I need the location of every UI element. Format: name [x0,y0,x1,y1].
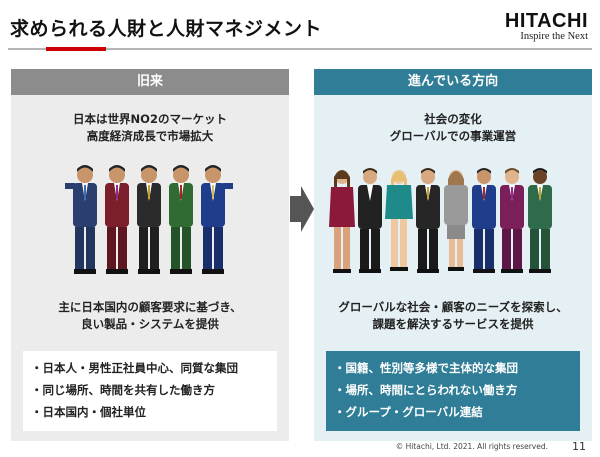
right-panel: 進んでいる方向 社会の変化 グローバルでの事業運営 [314,69,592,441]
person-6 [472,168,496,273]
copyright: © Hitachi, Ltd. 2021. All rights reserve… [395,442,548,451]
left-list: ・日本人・男性正社員中心、同質な集団 ・同じ場所、時間を共有した働き方 ・日本国… [23,351,277,431]
left-bottom-line-1: 主に日本国内の顧客要求に基づき、 [58,300,242,314]
left-top-line-2: 高度経済成長で市場拡大 [86,129,214,143]
person-2 [105,165,129,274]
person-1 [329,170,355,273]
brand-tagline: Inspire the Next [520,31,588,42]
right-list-item-1: ・国籍、性別等多様で主体的な集団 [334,361,518,375]
left-list-item-1: ・日本人・男性正社員中心、同質な集団 [31,361,238,375]
person-2 [358,168,382,273]
title-accent-bar [46,47,106,51]
person-4 [169,165,193,274]
left-list-item-3: ・日本国内・個社単位 [31,405,146,419]
right-list-item-3: ・グループ・グローバル連結 [334,405,483,419]
person-4 [416,168,440,273]
person-7 [500,168,524,273]
right-bottom-line-1: グローバルな社会・顧客のニーズを探索し、 [338,300,568,314]
right-bottom-line-2: 課題を解決するサービスを提供 [372,317,534,331]
left-top-text: 日本は世界NO2のマーケット 高度経済成長で市場拡大 [11,111,289,145]
diverse-global-team-image [329,168,552,273]
right-panel-header: 進んでいる方向 [314,69,592,95]
left-panel-header: 旧来 [11,69,289,95]
right-top-line-1: 社会の変化 [424,112,482,126]
person-3 [137,165,161,274]
left-panel: 旧来 日本は世界NO2のマーケット 高度経済成長で市場拡大 [11,69,289,441]
person-5 [444,170,468,271]
group-of-japanese-businessmen-image [65,165,233,274]
brand-logo-text: HITACHI [504,10,588,32]
right-top-line-2: グローバルでの事業運営 [389,129,517,143]
person-3 [385,170,413,271]
left-bottom-text: 主に日本国内の顧客要求に基づき、 良い製品・システムを提供 [11,299,289,333]
person-1 [65,165,97,274]
left-bottom-line-2: 良い製品・システムを提供 [81,317,219,331]
person-5 [201,165,233,274]
right-arrow-icon [290,186,314,232]
left-list-item-2: ・同じ場所、時間を共有した働き方 [31,383,215,397]
page-number: 11 [572,440,586,453]
left-top-line-1: 日本は世界NO2のマーケット [73,112,227,126]
person-8 [528,168,552,273]
title-divider [8,48,592,50]
right-list: ・国籍、性別等多様で主体的な集団 ・場所、時間にとらわれない働き方 ・グループ・… [326,351,580,431]
hitachi-logo: HITACHI Inspire the Next [505,11,588,42]
right-bottom-text: グローバルな社会・顧客のニーズを探索し、 課題を解決するサービスを提供 [314,299,592,333]
right-top-text: 社会の変化 グローバルでの事業運営 [314,111,592,145]
right-list-item-2: ・場所、時間にとらわれない働き方 [334,383,518,397]
slide-title: 求められる人財と人財マネジメント [10,18,323,40]
